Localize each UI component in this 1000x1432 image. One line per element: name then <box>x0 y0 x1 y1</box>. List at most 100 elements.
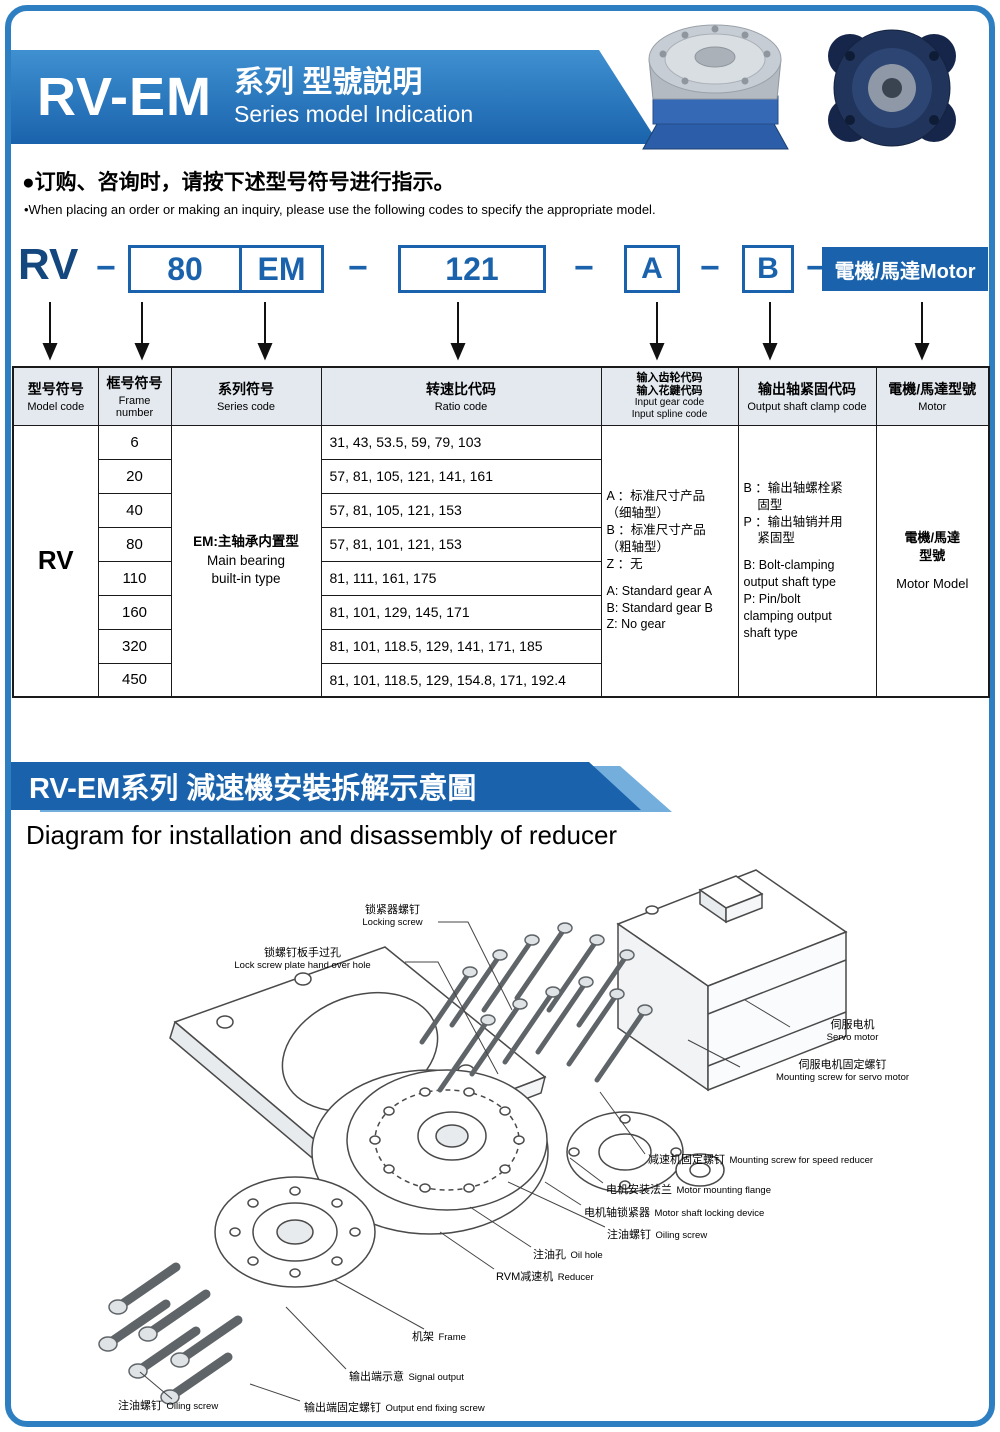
code-to-table-arrows <box>42 302 930 361</box>
frame-number-cell: 450 <box>97 662 172 698</box>
header-cn: 输入齿轮代码 输入花鍵代码 <box>636 372 703 397</box>
frame-number-cell: 40 <box>97 492 172 528</box>
header-en: Series code <box>216 401 276 414</box>
label-cn: 电机安装法兰 <box>606 1184 672 1196</box>
code-prefix: RV <box>18 240 79 289</box>
ratio-cell: 81, 101, 118.5, 129, 154.8, 171, 192.4 <box>320 662 602 698</box>
label-en: Locking screw <box>362 917 423 929</box>
shaft-lock-drawing <box>675 1153 725 1187</box>
header-en: Model code <box>27 401 85 414</box>
code-frame-value: 80 <box>167 250 203 287</box>
exploded-diagram <box>98 869 848 1405</box>
label-en: Oiling screw <box>655 1230 708 1241</box>
label-cn: RVM减速机 <box>496 1271 554 1283</box>
diagram-label-shaft-lock: 电机轴锁紧器 Motor shaft locking device <box>584 1203 764 1221</box>
label-cn: 锁螺钉板手过孔 <box>264 947 341 959</box>
label-en: Lock screw plate hand over hole <box>234 960 371 972</box>
diagram-label-servo-motor: 伺服电机 Servo motor <box>795 1018 910 1045</box>
output-clamp-cell: B ：输出轴螺栓紧 固型 P ：输出轴销并用 紧固型 B: Bolt-clamp… <box>737 424 877 698</box>
code-dash: − <box>348 249 368 287</box>
header-cn: 系列符号 <box>218 381 274 398</box>
header-series-code: 系列符号 Series code <box>170 366 322 426</box>
ratio-cell: 81, 111, 161, 175 <box>320 560 602 596</box>
header-en: Frame number <box>115 395 154 420</box>
diagram-label-signal-output: 输出端示意 Signal output <box>349 1367 464 1385</box>
motor-en: Motor Model <box>896 575 969 591</box>
output-clamp-cn: B ：输出轴螺栓紧 固型 P ：输出轴销并用 紧固型 <box>743 480 843 546</box>
table-row: 80 57, 81, 101, 121, 153 <box>13 526 989 562</box>
output-clamp-en: B: Bolt-clamping output shaft type P: Pi… <box>743 558 836 640</box>
series-en: Main bearing built-in type <box>206 552 286 586</box>
label-en: Oiling screw <box>166 1401 219 1412</box>
code-motor-box: 電機/馬達Motor <box>822 247 988 291</box>
section-banner: RV-EM系列 減速機安裝拆解示意圖 <box>11 762 641 810</box>
ratio-cell: 31, 43, 53.5, 59, 79, 103 <box>320 424 602 460</box>
diagram-label-oiling-screw-bottom: 注油螺钉 Oiling screw <box>118 1396 218 1414</box>
ratio-cell: 57, 81, 101, 121, 153 <box>320 526 602 562</box>
label-cn: 锁紧器螺钉 <box>365 904 420 916</box>
label-cn: 减速机固定螺钉 <box>648 1154 725 1166</box>
diagram-label-reducer-mount-screw: 减速机固定螺钉 Mounting screw for speed reducer <box>648 1150 873 1168</box>
ratio-cell: 81, 101, 129, 145, 171 <box>320 594 602 630</box>
frame-number-cell: 20 <box>97 458 172 494</box>
label-cn: 伺服电机 <box>830 1019 875 1031</box>
header-en: Input gear code Input spline code <box>631 397 708 420</box>
header-cn: 框号符号 <box>106 375 163 392</box>
leader-lines <box>139 921 791 1402</box>
diagram-label-output-fixing-screw: 输出端固定螺钉 Output end fixing screw <box>304 1398 485 1416</box>
frame-number-cell: 80 <box>97 526 172 562</box>
ordering-note-cn: ●订购、咨询时，请按下述型号符号进行指示。 <box>22 171 455 194</box>
model-code-table: 型号符号 Model code 框号符号 Frame number 系列符号 Seri… <box>12 366 990 698</box>
motor-flange-drawing <box>566 1111 684 1193</box>
product-photo-reducer <box>642 24 789 150</box>
label-en: Mounting screw for speed reducer <box>729 1155 874 1166</box>
label-cn: 电机轴锁紧器 <box>584 1207 650 1219</box>
label-cn: 注油孔 <box>533 1249 566 1261</box>
label-cn: 机架 <box>412 1331 434 1343</box>
ratio-cell: 57, 81, 105, 121, 153 <box>320 492 602 528</box>
header-cn: 转速比代码 <box>426 381 496 398</box>
label-en: Frame <box>438 1332 466 1343</box>
frame-number-cell: 6 <box>97 424 172 460</box>
series-code-cell: EM:主轴承内置型 Main bearing built-in type <box>170 424 322 698</box>
input-gear-cn: A ：标准尺寸产品 （细轴型） B ：标准尺寸产品 （粗轴型） Z ：无 <box>606 489 706 571</box>
ratio-cell: 57, 81, 105, 121, 141, 161 <box>320 458 602 494</box>
output-screws-drawing <box>98 1262 243 1405</box>
table-row: RV 6 EM:主轴承内置型 Main bearing built-in typ… <box>12 424 990 698</box>
series-title-banner: RV-EM 系列 型號説明 Series model Indication <box>11 50 659 144</box>
header-cn: 输出轴紧固代码 <box>758 381 856 398</box>
diagram-label-servo-mount-screw: 伺服电机固定螺钉 Mounting screw for servo motor <box>745 1058 940 1085</box>
label-en: Output end fixing screw <box>385 1403 485 1414</box>
header-cn: 型号符号 <box>27 381 84 398</box>
table-header-row: 型号符号 Model code 框号符号 Frame number 系列符号 Seri… <box>12 366 990 426</box>
label-cn: 输出端示意 <box>349 1371 404 1383</box>
diagram-label-reducer: RVM减速机 Reducer <box>496 1267 594 1285</box>
label-en: Reducer <box>557 1272 594 1283</box>
code-frame-series-box: 80 EM <box>128 245 324 293</box>
section-subtitle: Diagram for installation and disassembly… <box>26 820 618 850</box>
series-code-title: RV-EM <box>37 67 213 127</box>
mounting-screws-drawing <box>419 922 653 1093</box>
frame-number-cell: 160 <box>97 594 172 630</box>
table-row: 450 81, 101, 118.5, 129, 154.8, 171, 192.… <box>13 662 989 698</box>
motor-cell: 電機/馬達 型號 Motor Model <box>875 424 990 698</box>
diagram-label-lock-screw-hole: 锁螺钉板手过孔 Lock screw plate hand over hole <box>200 946 405 973</box>
label-cn: 输出端固定螺钉 <box>304 1402 381 1414</box>
diagram-label-locking-screw: 锁紧器螺钉 Locking screw <box>330 903 455 930</box>
diagram-label-oiling-screw-top: 注油螺钉 Oiling screw <box>607 1225 707 1243</box>
header-frame-number: 框号符号 Frame number <box>97 366 172 426</box>
series-title-text: 系列 型號説明 Series model Indication <box>234 66 473 128</box>
label-en: Servo motor <box>826 1032 879 1044</box>
header-model-code: 型号符号 Model code <box>12 366 99 426</box>
code-clamp-box: B <box>742 245 794 293</box>
diagram-label-frame: 机架 Frame <box>412 1327 466 1345</box>
motor-cn: 電機/馬達 型號 <box>904 530 961 563</box>
servo-motor-drawing <box>616 869 848 1092</box>
code-dash: − <box>806 249 826 287</box>
code-gear-box: A <box>624 245 680 293</box>
label-en: Signal output <box>408 1372 464 1383</box>
